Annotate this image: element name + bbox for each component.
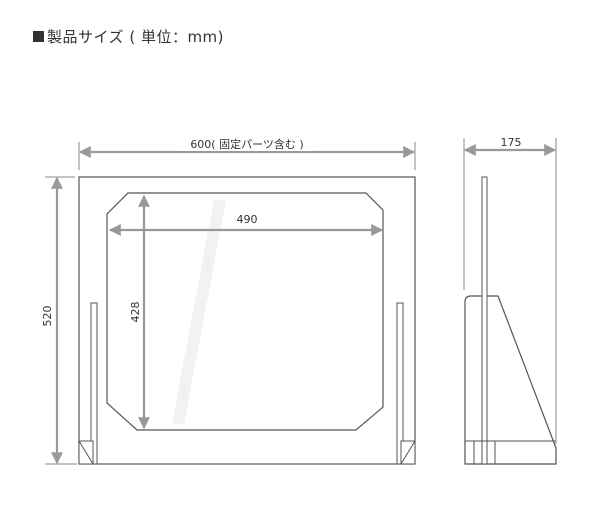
panel-reflection <box>172 200 226 424</box>
page-title-text: 製品サイズ ( 単位：mm) <box>47 28 225 46</box>
panel-height-dimension: 428 <box>129 194 150 430</box>
page-title: 製品サイズ ( 単位：mm) <box>33 26 224 47</box>
overall-width-label: 600( 固定パーツ含む ) <box>190 137 303 151</box>
left-foot <box>78 440 94 465</box>
overall-width-dimension: 600( 固定パーツ含む ) <box>78 137 416 170</box>
panel-width-dimension: 490 <box>108 213 384 236</box>
overall-height-label: 520 <box>41 306 54 327</box>
side-stand-profile <box>464 295 557 465</box>
right-foot <box>400 440 416 465</box>
panel-height-label: 428 <box>129 302 142 323</box>
depth-dimension: 175 <box>463 134 557 444</box>
side-view <box>464 176 557 465</box>
overall-height-dimension: 520 <box>40 176 77 465</box>
depth-label: 175 <box>501 136 522 149</box>
right-stand-bar <box>396 302 404 465</box>
acrylic-panel <box>106 192 384 431</box>
square-bullet-icon <box>33 31 44 42</box>
left-stand-bar <box>90 302 98 465</box>
panel-width-label: 490 <box>237 213 258 226</box>
